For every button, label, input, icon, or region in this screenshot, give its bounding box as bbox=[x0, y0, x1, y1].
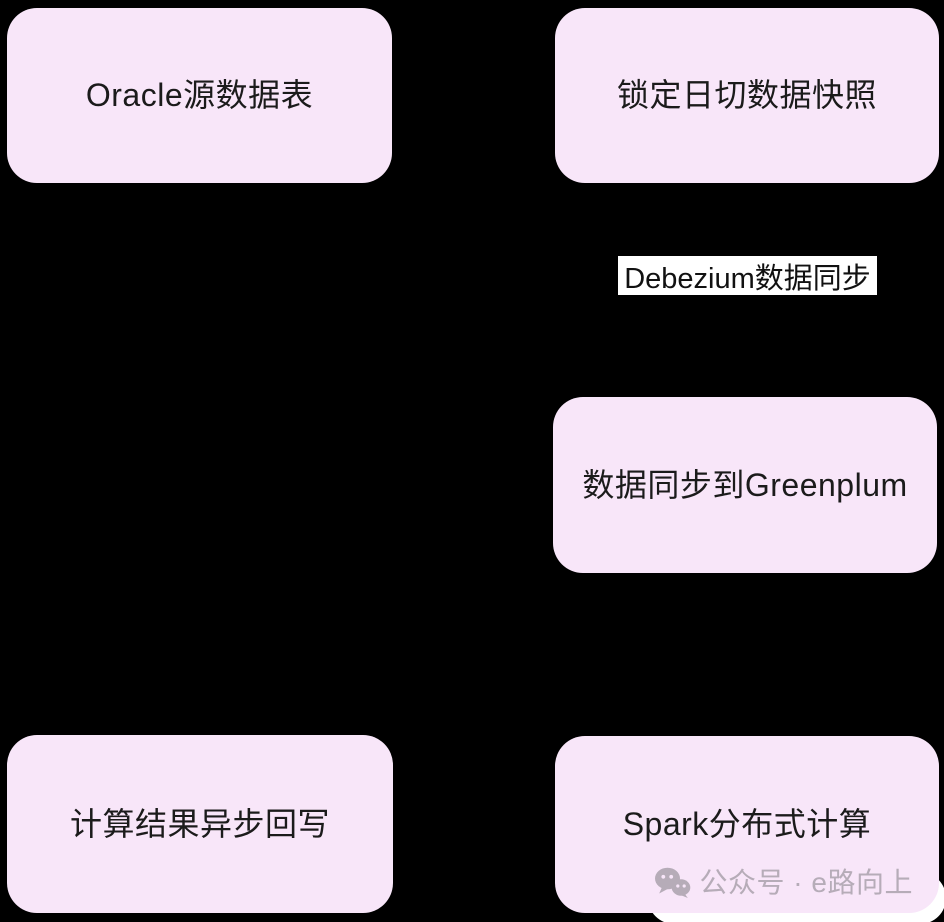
node-label: 锁定日切数据快照 bbox=[616, 77, 877, 114]
wechat-icon bbox=[654, 867, 691, 899]
node-sync-to-greenplum: 数据同步到Greenplum bbox=[553, 397, 937, 573]
node-label: 数据同步到Greenplum bbox=[582, 466, 908, 503]
node-lock-daycut-snapshot: 锁定日切数据快照 bbox=[555, 8, 939, 183]
node-spark-distributed-compute: Spark分布式计算 bbox=[555, 736, 939, 913]
watermark: 公众号 · e路向上 bbox=[654, 866, 913, 900]
node-label: 计算结果异步回写 bbox=[69, 805, 330, 842]
node-async-writeback: 计算结果异步回写 bbox=[7, 735, 393, 913]
edge-label-debezium-sync: Debezium数据同步 bbox=[618, 256, 877, 295]
node-label: Oracle源数据表 bbox=[85, 77, 314, 114]
watermark-text: 公众号 · e路向上 bbox=[699, 867, 913, 899]
edge-label-text: Debezium数据同步 bbox=[624, 262, 871, 295]
node-oracle-source-table: Oracle源数据表 bbox=[7, 8, 392, 183]
node-label: Spark分布式计算 bbox=[622, 806, 872, 843]
